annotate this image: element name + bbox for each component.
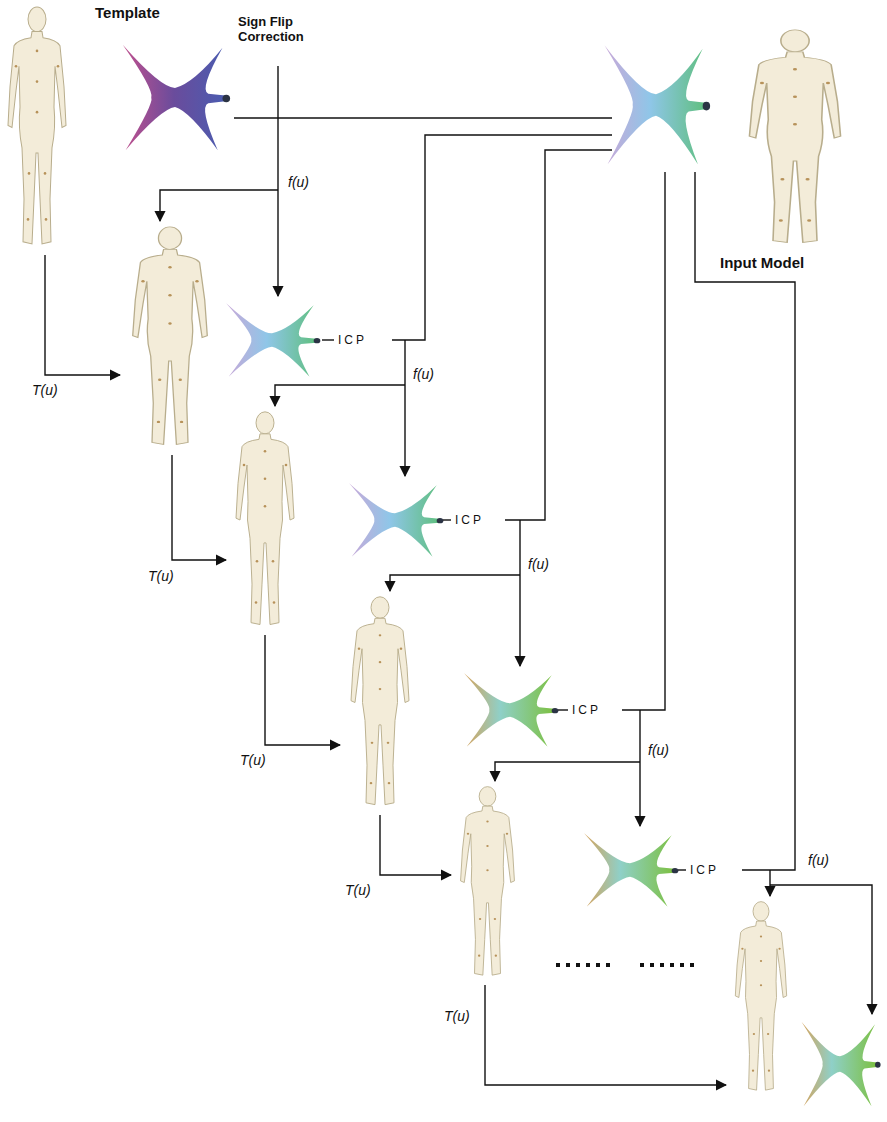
fitted-figure: [236, 412, 294, 625]
t-arrow: [45, 255, 120, 375]
fitted-figure: [461, 787, 515, 976]
f-arrow: [390, 575, 520, 591]
flow-line: [392, 135, 612, 340]
ellipsis-dots: [556, 963, 694, 967]
function-label: f(u): [648, 742, 669, 758]
f-arrow: [769, 870, 770, 896]
t-arrow: [485, 985, 726, 1085]
function-label: f(u): [413, 366, 434, 382]
step-label: ICP: [690, 862, 719, 878]
function-label: T(u): [444, 1008, 470, 1024]
spectral-embeddings: [123, 45, 881, 1106]
f-arrow: [519, 520, 520, 666]
embedding: [226, 303, 320, 376]
icp-dash: [558, 709, 568, 710]
flow-line: [622, 172, 665, 710]
template-figure: [8, 7, 66, 244]
function-label: T(u): [345, 882, 371, 898]
embedding: [584, 833, 678, 906]
f-arrow: [639, 710, 640, 826]
flow-lines: [45, 66, 872, 1085]
step-label: ICP: [572, 702, 601, 718]
fitted-figure: [351, 597, 409, 805]
f-arrow: [770, 885, 872, 1014]
function-label: T(u): [32, 382, 58, 398]
function-label: T(u): [240, 752, 266, 768]
function-label: f(u): [528, 556, 549, 572]
heading-label: Input Model: [720, 255, 804, 271]
f-arrow: [404, 340, 405, 476]
step-label: ICP: [455, 512, 484, 528]
f-arrow: [495, 762, 640, 781]
flow-line: [505, 150, 612, 520]
flow-line: [234, 117, 612, 118]
f-arrow: [277, 66, 278, 296]
t-arrow: [172, 455, 226, 560]
human-figures: [8, 7, 841, 1090]
function-label: T(u): [148, 568, 174, 584]
f-arrow: [275, 385, 405, 406]
template-embedding: [123, 45, 230, 150]
function-label: f(u): [288, 174, 309, 190]
step-label: Sign Flip Correction: [238, 14, 318, 44]
icp-dash: [678, 869, 686, 870]
embedding: [802, 1022, 881, 1106]
input-embedding: [605, 45, 710, 164]
fitted-figure: [133, 227, 208, 445]
embedding: [349, 483, 443, 556]
fitted-figure: [735, 902, 786, 1091]
icp-dash: [443, 519, 451, 520]
function-label: f(u): [808, 852, 829, 868]
heading-label: Template: [95, 5, 160, 21]
input-figure: [749, 30, 840, 243]
t-arrow: [265, 635, 340, 745]
embedding: [464, 673, 558, 746]
t-arrow: [380, 815, 451, 875]
step-label: ICP: [338, 332, 367, 348]
icp-dash: [322, 339, 334, 340]
flow-line: [695, 172, 795, 870]
f-arrow: [160, 190, 278, 221]
